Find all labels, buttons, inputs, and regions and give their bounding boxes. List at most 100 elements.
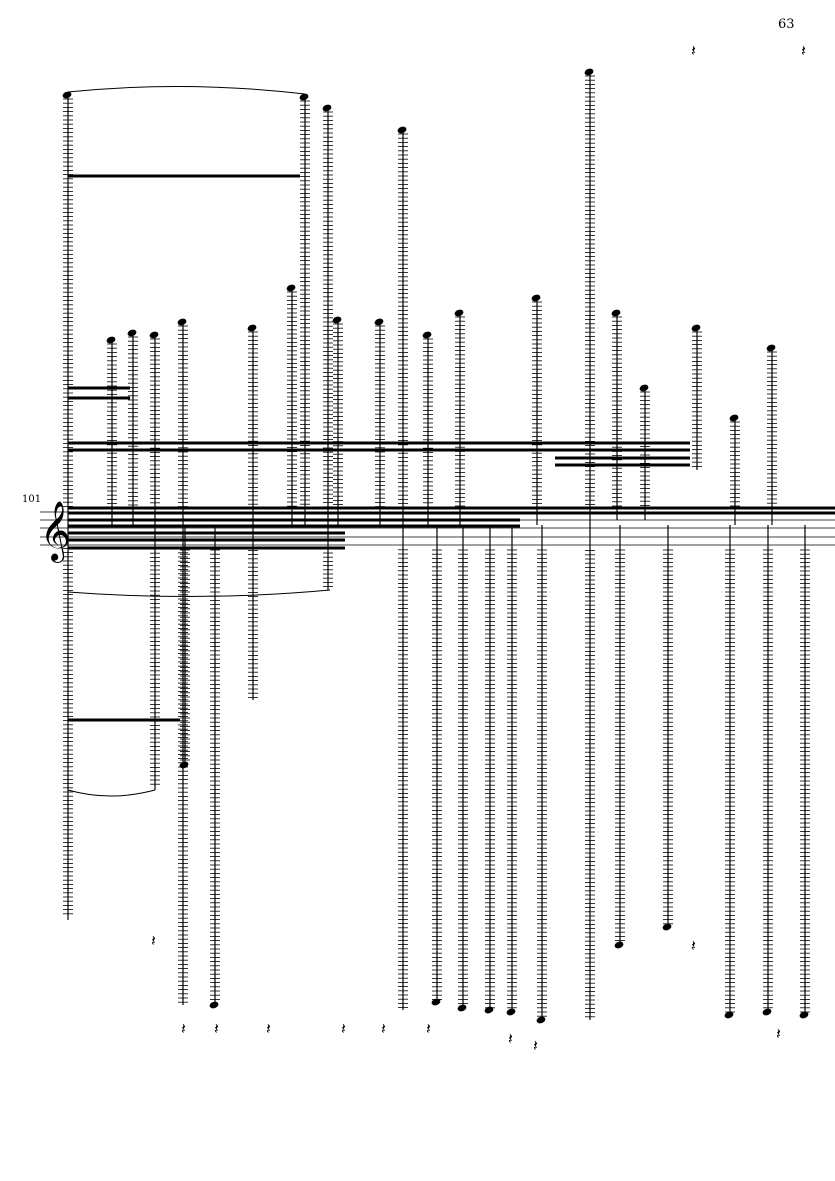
- notehead: [614, 941, 624, 949]
- note: [209, 525, 220, 1009]
- tie: [67, 789, 156, 797]
- quarter-rest-icon: 𝄽: [801, 41, 806, 60]
- beam: [68, 531, 345, 535]
- stems: [62, 68, 810, 1024]
- notehead: [662, 923, 672, 931]
- note: [431, 525, 442, 1006]
- notehead: [209, 1001, 219, 1009]
- note: [639, 384, 650, 520]
- notehead: [149, 331, 159, 339]
- beam: [68, 511, 835, 515]
- note: [729, 414, 740, 525]
- notehead: [247, 324, 257, 332]
- note: [127, 329, 138, 525]
- notehead: [691, 324, 701, 332]
- notehead: [179, 761, 189, 769]
- note: [247, 324, 258, 700]
- rests: 𝄽𝄽𝄽𝄽𝄽𝄽𝄽𝄽𝄽𝄽𝄽𝄽𝄽: [151, 41, 806, 1055]
- beam: [68, 386, 130, 390]
- quarter-rest-icon: 𝄽: [381, 1019, 386, 1038]
- page-number: 63: [778, 17, 795, 32]
- notehead: [332, 316, 342, 324]
- notehead: [431, 998, 441, 1006]
- notehead: [374, 318, 384, 326]
- notehead: [639, 384, 649, 392]
- note: [691, 324, 702, 470]
- note: [662, 525, 673, 931]
- notehead: [422, 331, 432, 339]
- quarter-rest-icon: 𝄽: [151, 931, 156, 950]
- notehead: [106, 336, 116, 344]
- notehead: [127, 329, 137, 337]
- note: [531, 294, 542, 525]
- note: [724, 525, 735, 1019]
- note: [149, 331, 160, 790]
- beam: [68, 718, 180, 722]
- treble-clef-icon: 𝄞: [40, 501, 71, 563]
- notehead: [397, 126, 407, 134]
- note: [457, 525, 468, 1012]
- notehead: [611, 309, 621, 317]
- notehead: [766, 344, 776, 352]
- notehead: [299, 93, 309, 101]
- note: [454, 309, 465, 525]
- quarter-rest-icon: 𝄽: [508, 1029, 513, 1048]
- beam: [555, 456, 690, 460]
- note: [62, 91, 73, 920]
- note: [422, 331, 433, 525]
- beam: [68, 174, 300, 178]
- quarter-rest-icon: 𝄽: [533, 1036, 538, 1055]
- notehead: [484, 1006, 494, 1014]
- quarter-rest-icon: 𝄽: [691, 41, 696, 60]
- note: [332, 316, 343, 525]
- notehead: [724, 1011, 734, 1019]
- notehead: [457, 1004, 467, 1012]
- beam: [68, 441, 690, 445]
- note: [286, 284, 297, 525]
- notehead: [454, 309, 464, 317]
- note: [106, 336, 117, 525]
- note: [397, 126, 408, 1010]
- tie: [67, 85, 306, 95]
- note: [322, 104, 333, 590]
- note: [506, 525, 517, 1016]
- notehead: [729, 414, 739, 422]
- note: [762, 525, 773, 1016]
- note: [584, 68, 595, 1020]
- note: [177, 318, 188, 1005]
- beam: [68, 518, 520, 522]
- notehead: [286, 284, 296, 292]
- measure-number: 101: [22, 494, 42, 505]
- quarter-rest-icon: 𝄽: [214, 1019, 219, 1038]
- notehead: [177, 318, 187, 326]
- beam: [68, 506, 835, 510]
- note: [179, 525, 190, 769]
- notehead: [799, 1011, 809, 1019]
- beam: [68, 396, 130, 400]
- note: [299, 93, 310, 525]
- tie: [67, 589, 331, 598]
- note: [374, 318, 385, 525]
- quarter-rest-icon: 𝄽: [776, 1024, 781, 1043]
- beam: [68, 538, 345, 542]
- notehead: [584, 68, 594, 76]
- note: [766, 344, 777, 525]
- note: [614, 525, 625, 949]
- beam: [555, 463, 690, 467]
- quarter-rest-icon: 𝄽: [341, 1019, 346, 1038]
- quarter-rest-icon: 𝄽: [266, 1019, 271, 1038]
- notehead: [506, 1008, 516, 1016]
- quarter-rest-icon: 𝄽: [691, 936, 696, 955]
- notehead: [62, 91, 72, 99]
- quarter-rest-icon: 𝄽: [181, 1019, 186, 1038]
- note: [484, 525, 495, 1014]
- beam: [68, 448, 690, 452]
- notehead: [322, 104, 332, 112]
- notehead: [762, 1008, 772, 1016]
- beams: [68, 174, 835, 722]
- note: [536, 525, 547, 1024]
- note: [799, 525, 810, 1019]
- note: [611, 309, 622, 520]
- beam: [68, 546, 345, 550]
